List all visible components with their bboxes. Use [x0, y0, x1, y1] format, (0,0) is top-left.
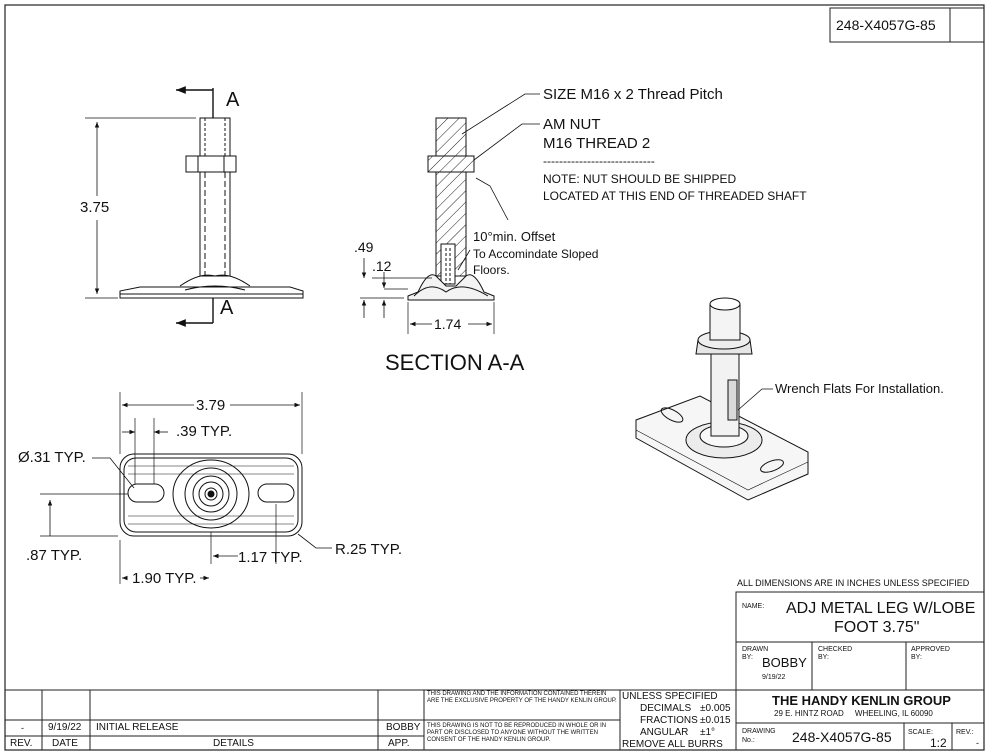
side-view — [85, 86, 304, 327]
rev-row-app: BOBBY — [386, 722, 421, 733]
dim-174: 1.74 — [434, 316, 462, 332]
dim-039: .39 TYP. — [176, 423, 233, 440]
angular-label: ANGULAR — [640, 727, 689, 738]
rev-header-rev: REV. — [10, 738, 33, 749]
drawing-border — [4, 4, 985, 751]
rev-header-app: APP. — [388, 738, 410, 749]
drawn-date: 9/19/22 — [762, 674, 786, 681]
dim-087: .87 TYP. — [26, 547, 83, 564]
rev-row-details: INITIAL RELEASE — [96, 722, 179, 733]
note-nut-line2: M16 THREAD 2 — [543, 135, 651, 152]
company-name: THE HANDY KENLIN GROUP — [772, 693, 951, 708]
drawing-no-label: DRAWING No.: — [742, 728, 776, 745]
approved-label: APPROVED BY: — [911, 646, 950, 662]
section-a-a — [360, 93, 540, 334]
dim-049: .49 — [354, 239, 374, 255]
dim-012: .12 — [372, 258, 392, 274]
note-dashes: ---------------------------- — [543, 154, 655, 168]
reproduction-note: THIS DRAWING IS NOT TO BE REPRODUCED IN … — [427, 723, 607, 743]
top-view — [40, 392, 332, 584]
rev-value: - — [976, 738, 979, 748]
fractions-tol: ±0.015 — [700, 715, 731, 726]
proprietary-note: THIS DRAWING AND THE INFORMATION CONTAIN… — [427, 691, 617, 704]
company-address: 29 E. HINTZ ROAD WHEELING, IL 60090 — [774, 709, 933, 718]
dim-190: 1.90 TYP. — [132, 570, 197, 587]
rev-row-date: 9/19/22 — [48, 722, 82, 733]
dim-height: 3.75 — [80, 199, 110, 216]
isometric-view — [635, 297, 809, 501]
all-dims-note: ALL DIMENSIONS ARE IN INCHES UNLESS SPEC… — [737, 578, 970, 588]
drawn-by: BOBBY — [762, 655, 807, 670]
note-nut-line1: AM NUT — [543, 116, 601, 133]
note-offset-line3: Floors. — [473, 263, 510, 277]
note-thread-size: SIZE M16 x 2 Thread Pitch — [543, 86, 723, 103]
rev-label: REV.: — [956, 729, 974, 736]
dim-379: 3.79 — [196, 397, 226, 414]
note-wrench: Wrench Flats For Installation. — [775, 381, 944, 396]
name-label: NAME: — [742, 603, 765, 610]
scale-label: SCALE: — [908, 729, 933, 736]
note-ship-line1: NOTE: NUT SHOULD BE SHIPPED — [543, 172, 737, 186]
note-ship-line2: LOCATED AT THIS END OF THREADED SHAFT — [543, 189, 807, 203]
section-title: SECTION A-A — [385, 350, 525, 375]
rev-header-date: DATE — [52, 738, 78, 749]
rev-row-rev: - — [21, 723, 24, 733]
decimals-tol: ±0.005 — [700, 703, 731, 714]
rev-header-details: DETAILS — [213, 738, 254, 749]
part-name-line1: ADJ METAL LEG W/LOBE — [786, 600, 976, 617]
drawing-number-top: 248-X4057G-85 — [836, 17, 936, 33]
part-name-line2: FOOT 3.75" — [834, 619, 920, 636]
remove-burrs: REMOVE ALL BURRS — [622, 739, 723, 750]
angular-tol: ±1° — [700, 727, 716, 738]
note-offset-line1: 10°min. Offset — [473, 229, 556, 244]
drawn-label: DRAWN BY: — [742, 646, 769, 662]
unless-specified: UNLESS SPECIFIED — [622, 691, 718, 702]
drawing-no: 248-X4057G-85 — [792, 729, 892, 745]
section-label-bottom: A — [220, 297, 234, 319]
title-block-lines — [5, 591, 985, 751]
dim-117: 1.17 TYP. — [238, 549, 303, 566]
checked-label: CHECKED BY: — [818, 646, 853, 662]
decimals-label: DECIMALS — [640, 703, 692, 714]
dim-r025: R.25 TYP. — [335, 541, 402, 558]
dim-031: Ø.31 TYP. — [18, 449, 86, 466]
scale-value: 1:2 — [930, 736, 947, 750]
drawing-number-box — [829, 7, 951, 43]
fractions-label: FRACTIONS — [640, 715, 698, 726]
note-offset-line2: To Accomindate Sloped — [473, 247, 599, 261]
section-label-top: A — [226, 89, 240, 111]
